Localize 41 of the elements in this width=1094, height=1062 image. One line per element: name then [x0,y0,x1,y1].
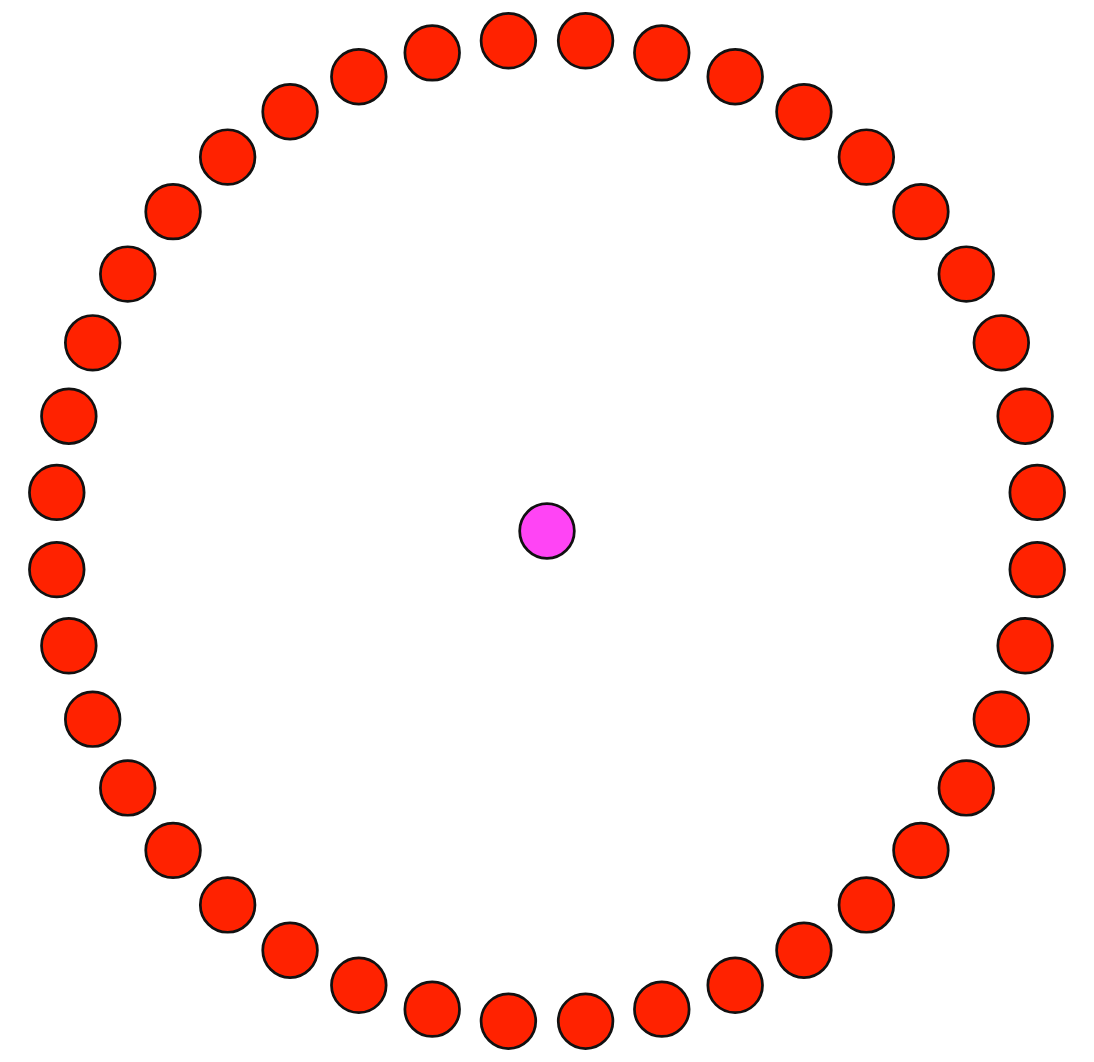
node-circle [28,540,86,599]
node-circle [633,980,691,1038]
node-circle [261,83,319,141]
node-circle [518,502,576,560]
node-circle [556,12,615,70]
node-circle [837,128,896,186]
node-circle [261,921,319,979]
node-circle [99,759,157,817]
node-circle [330,956,388,1014]
node-circle [996,617,1054,675]
node-circle [706,956,764,1014]
node-circle [837,876,896,934]
node-circle [706,48,764,106]
node-circle [937,245,995,303]
node-circle [1008,540,1066,599]
node-circle [775,83,833,141]
node-circle [633,24,691,82]
node-circle [403,24,461,82]
node-circle [937,759,995,817]
node-circle [972,690,1030,748]
node-circle [40,387,98,445]
node-circle [972,314,1030,372]
node-circle [144,821,202,880]
node-circle [330,48,388,106]
node-circle [144,182,202,241]
node-circle [775,921,833,979]
node-circle [1008,463,1066,522]
node-circle [996,387,1054,445]
node-circle [479,12,538,70]
node-circle [403,980,461,1038]
node-circle [198,876,257,934]
node-circle [198,128,257,186]
node-circle [99,245,157,303]
node-circle [28,463,86,522]
node-circle [479,992,538,1050]
node-circle [892,821,950,880]
node-circle [64,314,122,372]
node-circle [64,690,122,748]
node-circle [40,617,98,675]
node-circle [556,992,615,1050]
node-circle [892,182,950,241]
